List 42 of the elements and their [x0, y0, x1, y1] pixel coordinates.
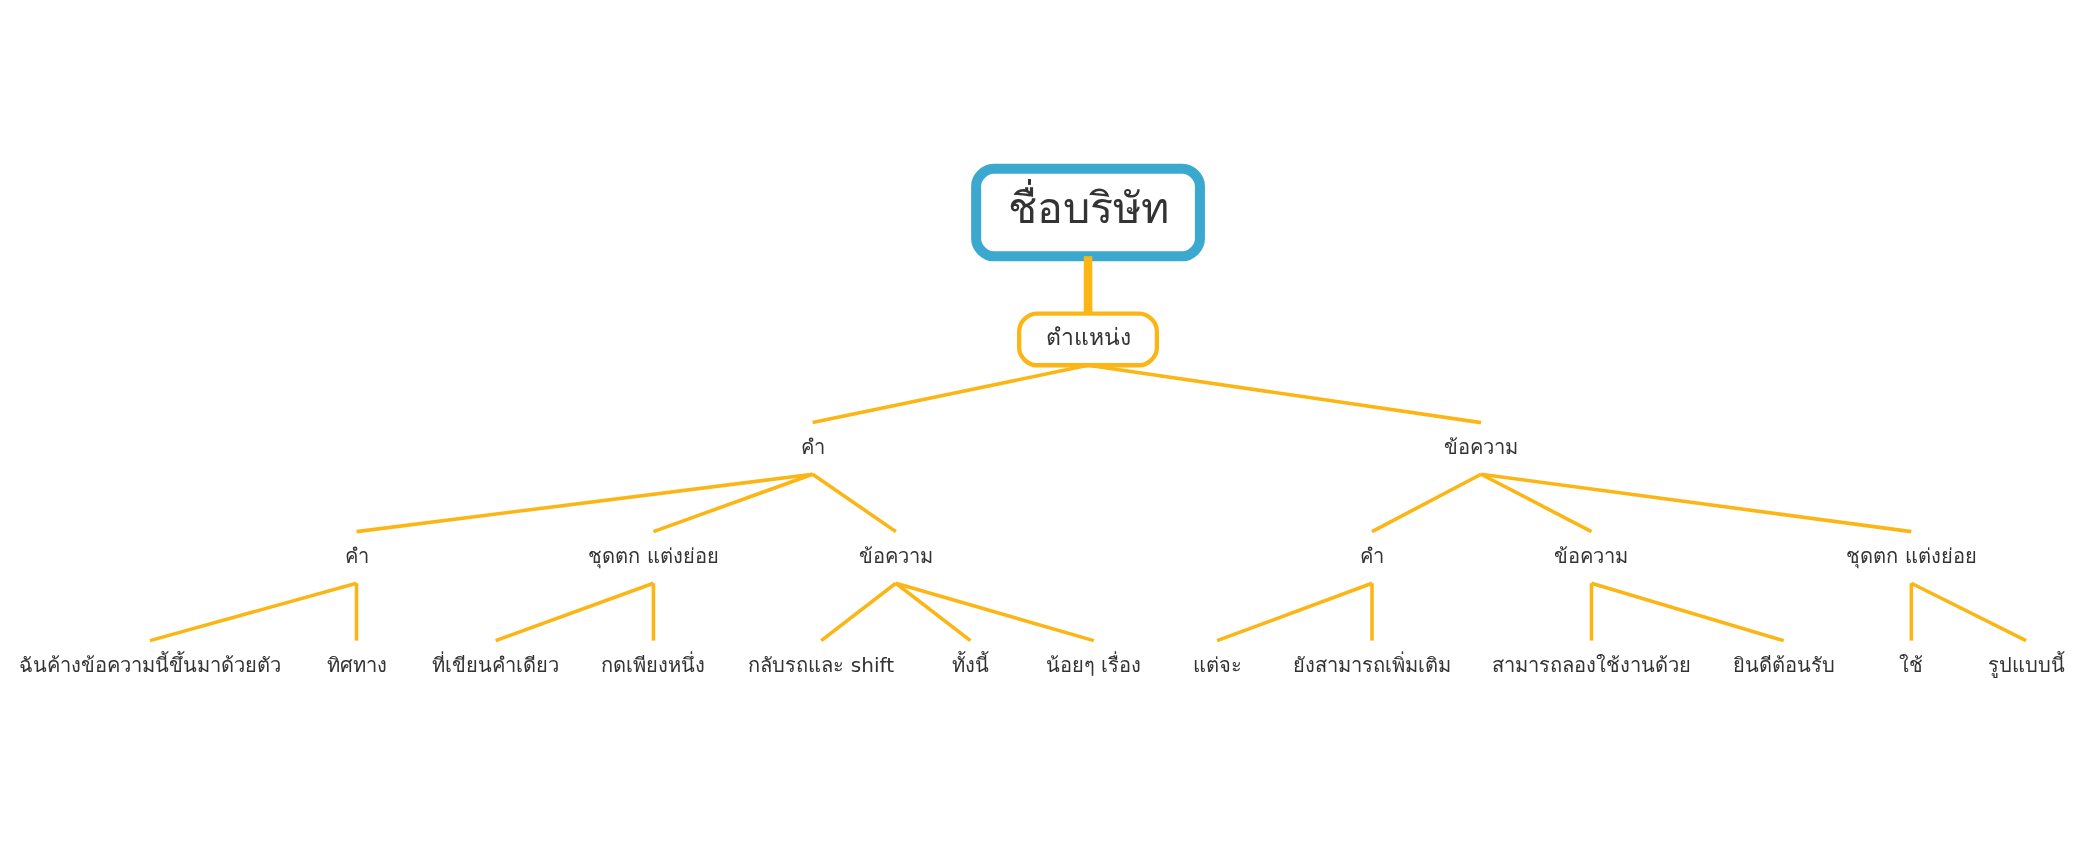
node-text: ชุดตก แต่งย่อย — [588, 543, 719, 568]
node-box: ตำแหน่ง — [1017, 310, 1160, 367]
node-text: แต่จะ — [1192, 652, 1242, 677]
node-text: น้อยๆ เรื่อง — [1046, 652, 1142, 677]
node-text: คำ — [344, 543, 369, 568]
node-text: คำ — [1360, 543, 1385, 568]
connector — [652, 472, 814, 533]
node-text: ชุดตก แต่งย่อย — [1846, 543, 1977, 568]
node-text: ข้อความ — [1444, 434, 1519, 459]
node-text: ทิศทาง — [326, 652, 387, 677]
connector — [149, 581, 358, 642]
node-text: กลับรถและ shift — [748, 652, 895, 677]
node-text: ยังสามารถเพิ่มเติม — [1293, 652, 1452, 677]
node-text: ยินดีต้อนรับ — [1732, 652, 1835, 677]
node-text: ข้อความ — [1554, 543, 1629, 568]
connector — [354, 582, 359, 641]
node-text: กดเพียงหนึ่ง — [601, 652, 706, 677]
connector — [820, 581, 897, 642]
connector — [1909, 582, 1914, 641]
connector — [1370, 582, 1374, 641]
node-text: ที่เขียนคำเดียว — [432, 652, 560, 677]
connector — [1216, 581, 1373, 642]
connector — [895, 581, 1095, 642]
connector — [1590, 581, 1785, 642]
node-text: ข้อความ — [858, 543, 933, 568]
connector — [1083, 255, 1093, 314]
connector — [1371, 472, 1482, 533]
node-box: ชื่อบริษัท — [971, 163, 1205, 261]
node-text: รูปแบบนี้ — [1987, 652, 2065, 677]
node-text: ใช้ — [1899, 652, 1924, 677]
connector — [1589, 582, 1594, 641]
connector — [811, 472, 897, 533]
connector — [1480, 471, 1912, 533]
connector — [495, 581, 655, 642]
node-text: ทั้งนี้ — [951, 652, 989, 677]
connector — [356, 471, 813, 533]
connector — [1480, 472, 1593, 533]
connector — [651, 582, 656, 641]
node-text: ฉันค้างข้อความนี้ขึ้นมาด้วยตัว — [19, 652, 281, 677]
node-text: สามารถลองใช้งานด้วย — [1491, 652, 1691, 677]
connector — [1910, 581, 2027, 642]
node-text: คำ — [800, 434, 825, 459]
